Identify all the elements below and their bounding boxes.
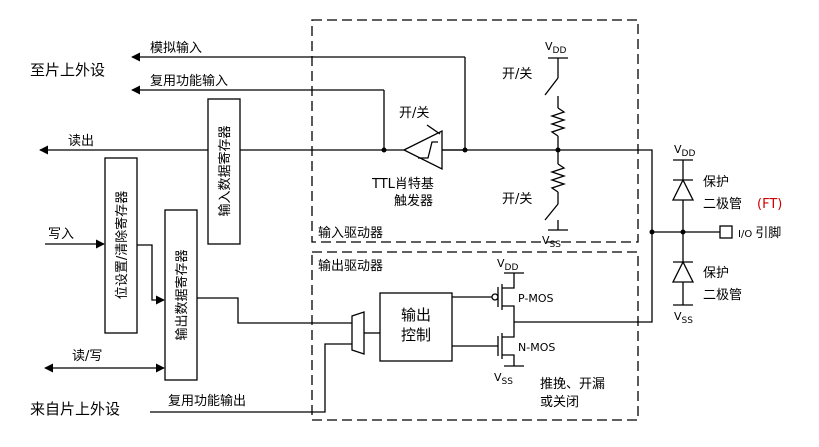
to-onchip-peripheral-label: 至片上外设	[30, 61, 105, 79]
schmitt-switch-label: 开/关	[399, 106, 429, 121]
lower-diode-label-1: 保护	[703, 266, 729, 281]
output-mux	[351, 311, 365, 355]
input-driver-label: 输入驱动器	[318, 225, 383, 241]
pullup-resistor	[549, 107, 567, 137]
lower-diode-vss-label: VSS	[674, 310, 693, 326]
analog-input-label: 模拟输入	[150, 40, 202, 56]
pmos-label: P-MOS	[518, 292, 554, 305]
bsrr-to-odr-arrow	[137, 244, 165, 305]
input-data-register	[207, 98, 241, 245]
nmos-transistor	[497, 322, 524, 367]
pmos-vdd-label: VDD	[497, 257, 518, 273]
pullup-switch-label: 开/关	[502, 67, 532, 82]
push-pull-label-1: 推挽、开漏	[540, 376, 605, 392]
output-control-label-2: 控制	[401, 326, 431, 344]
nmos-label: N-MOS	[518, 341, 555, 354]
odr-to-mux-line	[197, 297, 352, 324]
output-driver-label: 输出驱动器	[318, 258, 383, 274]
pullup-vdd-label: VDD	[545, 40, 566, 56]
alt-function-input-label: 复用功能输入	[150, 73, 228, 89]
schmitt-symbol	[418, 141, 438, 159]
from-onchip-peripheral-label: 来自片上外设	[30, 400, 120, 418]
alt-in-junction-dot	[381, 147, 387, 153]
lower-diode-label-2: 二极管	[703, 288, 742, 303]
output-driver-region	[311, 251, 639, 421]
schmitt-enable-line	[426, 124, 441, 135]
io-pin-box	[719, 225, 733, 239]
input-driver-region	[311, 19, 639, 243]
pulldown-resistor	[549, 163, 567, 193]
input-data-register-label: 输入数据寄存器	[217, 125, 233, 216]
input-to-pin-line	[558, 149, 653, 232]
nmos-vss-label: VSS	[494, 371, 513, 387]
output-control-label-1: 输出	[401, 306, 431, 324]
ft-label: (FT)	[757, 197, 782, 212]
read-out-label: 读出	[68, 134, 94, 149]
ttl-label-1: TTL肖特基	[371, 177, 434, 192]
pulldown-switch-label: 开/关	[502, 192, 532, 207]
ttl-label-2: 触发器	[394, 193, 433, 209]
upper-diode-vdd-label: VDD	[674, 143, 695, 159]
alt-function-output-label: 复用功能输出	[168, 393, 246, 409]
output-control-box	[379, 292, 453, 362]
alt-output-line	[150, 343, 352, 413]
pulldown-vss-label: VSS	[542, 234, 561, 250]
analog-junction-dot	[462, 147, 468, 153]
pulldown-switch	[544, 203, 559, 221]
upper-diode-label-2: 二极管	[703, 197, 742, 212]
read-write-label: 读/写	[72, 349, 102, 364]
write-in-label: 写入	[48, 227, 74, 242]
bit-set-reset-register-label: 位设置/清除寄存器	[114, 191, 130, 299]
ttl-schmitt-trigger	[402, 129, 443, 171]
pmos-transistor	[491, 272, 524, 322]
pullup-switch	[544, 77, 559, 96]
lower-protection-diode	[671, 260, 695, 283]
push-pull-label-2: 或关闭	[540, 395, 579, 410]
output-data-register-label: 输出数据寄存器	[174, 249, 190, 340]
output-data-register	[164, 209, 198, 381]
upper-protection-diode	[671, 178, 695, 201]
output-to-pin-line	[514, 232, 653, 323]
upper-diode-label-1: 保护	[703, 175, 729, 190]
